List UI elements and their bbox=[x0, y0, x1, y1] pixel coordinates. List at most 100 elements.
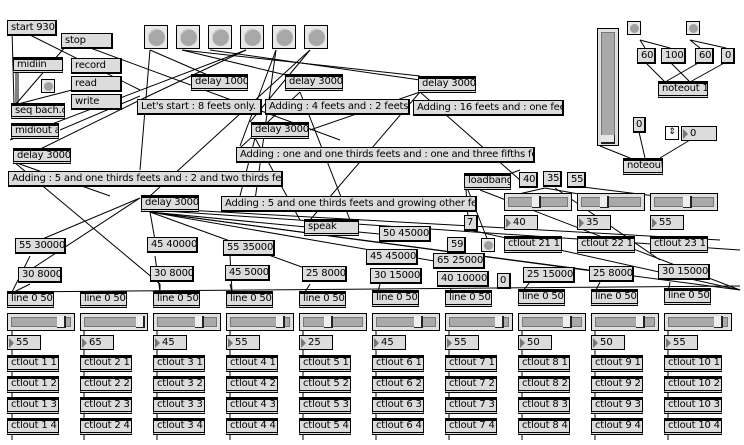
number-box[interactable]: 45 bbox=[372, 335, 406, 350]
ctlout-object[interactable]: ctlout 7 1 bbox=[445, 355, 497, 372]
horizontal-slider[interactable] bbox=[226, 313, 294, 331]
ctlout-object[interactable]: ctlout 23 1 bbox=[650, 236, 708, 253]
note-message[interactable]: 60 bbox=[637, 48, 656, 64]
ramp-message[interactable]: 30 15000 bbox=[658, 264, 710, 280]
bang-button-1[interactable] bbox=[144, 25, 168, 49]
note-message[interactable]: 100 bbox=[661, 48, 686, 64]
zero-message[interactable]: 0 bbox=[633, 117, 646, 133]
speech-message-3[interactable]: Adding : 16 feets and : one feet. bbox=[413, 100, 564, 116]
ctlout-object[interactable]: ctlout 1 3 bbox=[7, 397, 59, 414]
ctlout-object[interactable]: ctlout 8 1 bbox=[518, 355, 570, 372]
value-message[interactable]: 7 bbox=[464, 215, 478, 231]
ctlout-object[interactable]: ctlout 2 4 bbox=[80, 418, 132, 435]
horizontal-slider[interactable] bbox=[591, 313, 659, 331]
ctlout-object[interactable]: ctlout 22 1 bbox=[577, 236, 635, 253]
horizontal-slider[interactable] bbox=[80, 313, 148, 331]
ctlout-object[interactable]: ctlout 3 3 bbox=[153, 397, 205, 414]
ctlout-object[interactable]: ctlout 9 3 bbox=[591, 397, 643, 414]
speech-message-4[interactable]: Adding : one and one thirds feets and : … bbox=[236, 147, 535, 163]
line-object[interactable]: line 0 50 bbox=[518, 289, 565, 306]
number-box[interactable]: 50 bbox=[591, 335, 625, 350]
ctlout-object[interactable]: ctlout 7 3 bbox=[445, 397, 497, 414]
number-box[interactable]: 40 bbox=[504, 215, 538, 230]
ctlout-object[interactable]: ctlout 9 1 bbox=[591, 355, 643, 372]
ctlout-object[interactable]: ctlout 21 1 bbox=[504, 236, 562, 253]
ctlout-object[interactable]: ctlout 8 3 bbox=[518, 397, 570, 414]
noteout-object[interactable]: noteout bbox=[623, 158, 663, 175]
ctlout-object[interactable]: ctlout 10 4 bbox=[664, 418, 722, 435]
bang-button-small[interactable] bbox=[686, 21, 700, 35]
horizontal-slider[interactable] bbox=[372, 313, 440, 331]
number-box[interactable]: 65 bbox=[80, 335, 114, 350]
number-box[interactable]: 55 bbox=[664, 335, 698, 350]
horizontal-slider[interactable] bbox=[518, 313, 586, 331]
slider-knob[interactable] bbox=[56, 316, 66, 328]
note-message[interactable]: 60 bbox=[695, 48, 714, 64]
ctlout-object[interactable]: ctlout 8 4 bbox=[518, 418, 570, 435]
ctlout-object[interactable]: ctlout 4 1 bbox=[226, 355, 278, 372]
number-box[interactable]: 0 bbox=[681, 126, 717, 141]
number-box[interactable]: 50 bbox=[518, 335, 552, 350]
bang-button-small[interactable] bbox=[481, 238, 495, 252]
delay-object[interactable]: delay 3000 bbox=[13, 148, 71, 164]
ctlout-object[interactable]: ctlout 4 4 bbox=[226, 418, 278, 435]
value-message[interactable]: 55 bbox=[567, 172, 586, 188]
number-box[interactable]: 55 bbox=[445, 335, 479, 350]
delay-object[interactable]: delay 3000 bbox=[285, 74, 343, 91]
slider-knob[interactable] bbox=[275, 316, 285, 328]
ctlout-object[interactable]: ctlout 7 2 bbox=[445, 376, 497, 393]
slider-knob[interactable] bbox=[194, 316, 204, 328]
ubutton-icon[interactable]: ⇕ bbox=[665, 126, 679, 140]
ctlout-object[interactable]: ctlout 3 1 bbox=[153, 355, 205, 372]
ctlout-object[interactable]: ctlout 4 3 bbox=[226, 397, 278, 414]
ctlout-object[interactable]: ctlout 3 2 bbox=[153, 376, 205, 393]
slider-knob[interactable] bbox=[683, 196, 693, 208]
ctlout-object[interactable]: ctlout 5 1 bbox=[299, 355, 351, 372]
value-message[interactable]: 35 bbox=[543, 171, 562, 187]
ctlout-object[interactable]: ctlout 8 2 bbox=[518, 376, 570, 393]
loadbang-object[interactable]: loadbang bbox=[464, 173, 511, 190]
value-message[interactable]: 0 bbox=[497, 273, 511, 289]
speech-message-6[interactable]: Adding : 5 and one thirds feets and grow… bbox=[221, 196, 477, 212]
slider-knob[interactable] bbox=[599, 196, 609, 208]
bang-button-6[interactable] bbox=[304, 25, 328, 49]
horizontal-slider[interactable] bbox=[153, 313, 221, 331]
horizontal-slider[interactable] bbox=[577, 193, 645, 211]
ctlout-object[interactable]: ctlout 5 2 bbox=[299, 376, 351, 393]
horizontal-slider[interactable] bbox=[650, 193, 718, 211]
record-message[interactable]: record bbox=[71, 58, 122, 74]
bang-button-small[interactable] bbox=[627, 21, 641, 35]
ctlout-object[interactable]: ctlout 1 1 bbox=[7, 355, 59, 372]
speech-message-1[interactable]: Let's start : 8 feets only. bbox=[137, 99, 262, 115]
speech-message-5[interactable]: Adding : 5 and one thirds feets and : 2 … bbox=[8, 171, 283, 187]
ramp-message[interactable]: 45 45000 bbox=[366, 249, 418, 265]
horizontal-slider[interactable] bbox=[504, 193, 572, 211]
line-object[interactable]: line 0 50 bbox=[372, 290, 419, 307]
number-box[interactable]: 55 bbox=[7, 335, 41, 350]
bang-button-2[interactable] bbox=[176, 25, 200, 49]
ctlout-object[interactable]: ctlout 7 4 bbox=[445, 418, 497, 435]
slider-knob[interactable] bbox=[563, 316, 573, 328]
slider-knob[interactable] bbox=[135, 316, 145, 328]
value-message[interactable]: 40 bbox=[519, 172, 538, 188]
ramp-message[interactable]: 55 30000 bbox=[15, 238, 66, 254]
ctlout-object[interactable]: ctlout 5 4 bbox=[299, 418, 351, 435]
ramp-message[interactable]: 25 15000 bbox=[523, 267, 575, 283]
ramp-message[interactable]: 25 8000 bbox=[589, 266, 634, 282]
line-object[interactable]: line 0 50 bbox=[80, 291, 127, 308]
slider-knob[interactable] bbox=[494, 316, 504, 328]
ramp-message[interactable]: 25 8000 bbox=[302, 266, 347, 282]
ctlout-object[interactable]: ctlout 10 1 bbox=[664, 355, 722, 372]
bang-button-3[interactable] bbox=[208, 25, 232, 49]
ctlout-object[interactable]: ctlout 10 2 bbox=[664, 376, 722, 393]
slider-knob[interactable] bbox=[413, 316, 423, 328]
ctlout-object[interactable]: ctlout 4 2 bbox=[226, 376, 278, 393]
speak-object[interactable]: speak bbox=[304, 219, 359, 236]
horizontal-slider[interactable] bbox=[445, 313, 513, 331]
number-box[interactable]: 55 bbox=[650, 215, 684, 230]
line-object[interactable]: line 0 50 bbox=[591, 289, 638, 306]
ctlout-object[interactable]: ctlout 10 3 bbox=[664, 397, 722, 414]
ramp-message[interactable]: 65 25000 bbox=[433, 253, 485, 269]
delay-object[interactable]: delay 1000 bbox=[191, 74, 248, 91]
number-box[interactable]: 55 bbox=[226, 335, 260, 350]
